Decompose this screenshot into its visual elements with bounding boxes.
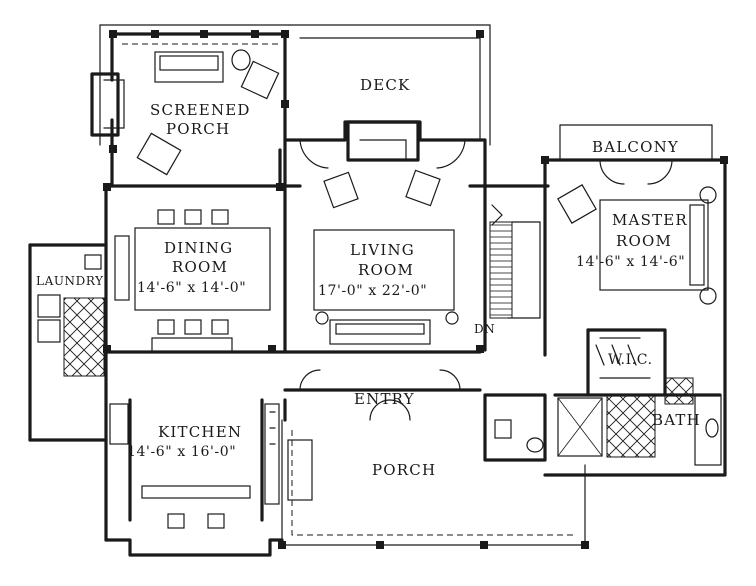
living-room: LIVING ROOM 17'-0" x 22'-0"	[313, 169, 459, 345]
balcony-label: BALCONY	[592, 138, 679, 156]
entry-label: ENTRY	[354, 390, 415, 408]
dining-dimensions: 14'-6" x 14'-0"	[137, 280, 246, 296]
sofa-icon	[287, 439, 313, 501]
porch-label: PORCH	[372, 461, 436, 479]
bed-icon	[599, 199, 709, 291]
kitchen: KITCHEN 14'-6" x 16'-0"	[109, 398, 280, 529]
stairs-down-label: DN	[474, 322, 495, 336]
dining-label-2: ROOM	[172, 258, 228, 276]
armchair-icon	[557, 184, 597, 224]
bath-area: BATH	[553, 377, 722, 466]
armchair-icon	[136, 132, 182, 176]
dining-label-1: DINING	[164, 239, 233, 257]
bathtub-icon	[694, 394, 722, 466]
wic-label: W.I.C.	[608, 352, 653, 368]
powder-room	[483, 393, 547, 462]
laundry-room: LAUNDRY	[28, 243, 108, 442]
armchair-icon	[323, 171, 359, 209]
living-label-2: ROOM	[358, 261, 414, 279]
screened-porch-label-2: PORCH	[166, 120, 230, 138]
bath-label: BATH	[652, 411, 701, 429]
entry: ENTRY	[283, 369, 482, 422]
kitchen-label: KITCHEN	[158, 423, 242, 441]
master-room: BALCONY MASTER ROOM 14'-6" x 14'-6"	[541, 124, 728, 477]
sofa-icon	[154, 51, 224, 83]
front-porch: PORCH	[278, 419, 589, 549]
toilet-icon	[705, 418, 719, 438]
kitchen-dimensions: 14'-6" x 16'-0"	[127, 444, 236, 460]
master-label-1: MASTER	[612, 211, 688, 229]
toilet-icon	[526, 437, 544, 453]
fireplace-icon	[90, 72, 125, 137]
armchair-icon	[231, 49, 280, 100]
master-dimensions: 14'-6" x 14'-6"	[576, 254, 685, 270]
walk-in-closet: W.I.C.	[586, 328, 667, 397]
living-label-1: LIVING	[350, 241, 415, 259]
deck-label: DECK	[360, 76, 410, 94]
laundry-label: LAUNDRY	[36, 274, 104, 288]
deck-area: DECK	[289, 24, 491, 146]
dining-room: DINING ROOM 14'-6" x 14'-0"	[114, 209, 271, 353]
master-label-2: ROOM	[616, 232, 672, 250]
armchair-icon	[405, 169, 441, 207]
sofa-icon	[329, 319, 431, 345]
living-dimensions: 17'-0" x 22'-0"	[318, 283, 427, 299]
fireplace-icon	[346, 120, 420, 162]
screened-porch-area: SCREENED PORCH	[90, 24, 291, 188]
screened-porch-label-1: SCREENED	[150, 101, 251, 119]
washer-icon	[37, 294, 61, 343]
staircase-icon: DN	[474, 184, 550, 336]
dining-table-icon	[134, 209, 271, 335]
